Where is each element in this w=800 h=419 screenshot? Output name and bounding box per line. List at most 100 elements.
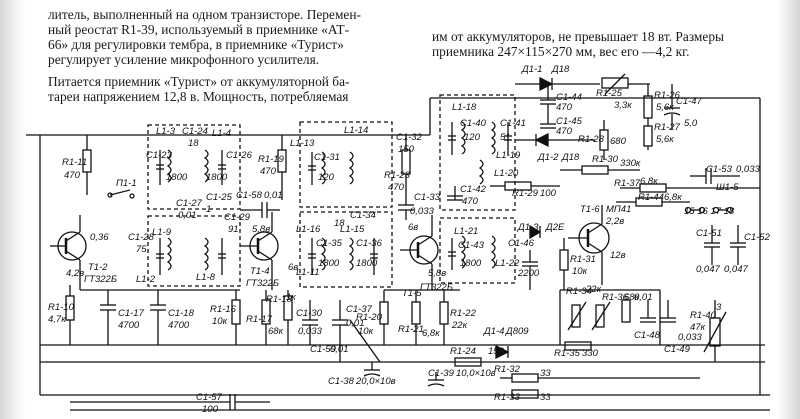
label-resistor: R1-10 <box>48 302 75 313</box>
shield-can <box>439 94 516 211</box>
label-capacitor-value: 18 <box>334 218 345 229</box>
label-transistor: T1-5 <box>402 288 422 299</box>
label-coil: L1-9 <box>152 227 172 238</box>
label-capacitor-value: 1800 <box>318 258 340 269</box>
label-resistor: R1-18 <box>266 294 293 305</box>
label-capacitor-value: 470 <box>462 196 479 207</box>
label-resistor: R1-16 <box>210 304 237 315</box>
power-rails <box>26 97 770 411</box>
label-resistor-value: 22к <box>585 284 602 295</box>
label-resistor-value: 22к <box>451 320 468 331</box>
label-connector: Ш1-5 <box>716 182 739 193</box>
output-stage <box>70 205 746 410</box>
label-capacitor-value: 0,033 <box>678 332 702 343</box>
label-capacitor: C1-18 <box>168 308 195 319</box>
label-capacitor-value: 0,033 <box>410 206 434 217</box>
label-capacitor-value: 1800 <box>356 258 378 269</box>
label-capacitor: C1-52 <box>744 232 771 243</box>
label-resistor-value: 47к <box>690 322 706 333</box>
schematic-labels: L1-3 L1-4 L1-2 L1-9 L1-8 L1-13 L1-14 L1-… <box>48 64 771 415</box>
label-capacitor-value: 18 <box>188 138 199 149</box>
label-capacitor: C1-31 <box>314 152 340 163</box>
label-capacitor-value: 0,01 <box>634 292 653 303</box>
label-capacitor: C1-41 <box>500 118 526 129</box>
label-capacitor: C1-36 <box>356 238 383 249</box>
label-diode: Д1-1 <box>521 64 542 75</box>
label-resistor: R1-31 <box>570 254 596 265</box>
label-resistor-value: 6,8к <box>640 176 658 187</box>
label-capacitor-value: 1800 <box>166 172 188 183</box>
label-capacitor-value: 0,033 <box>736 164 760 175</box>
text-line: Питается приемник «Турист» от аккумулято… <box>48 74 350 89</box>
label-diode: Д1-2 <box>537 152 559 163</box>
label-capacitor-value: 20,0×10в <box>355 376 396 387</box>
label-resistor-value: 5,6к <box>656 134 674 145</box>
label-coil: L1-19 <box>496 150 521 161</box>
label-resistor: R1-27 <box>654 122 681 133</box>
label-capacitor-value: 4700 <box>168 320 190 331</box>
label-capacitor: C1-29 <box>224 212 251 223</box>
label-resistor: R1-34 <box>566 286 592 297</box>
label-coil: L1-20 <box>494 168 519 179</box>
label-capacitor-value: 1 <box>206 204 211 215</box>
text-line: тареи напряжением 12,8 в. Мощность, потр… <box>48 89 349 104</box>
label-coil: L1-2 <box>136 274 156 285</box>
label-resistor-value: 10к <box>572 266 588 277</box>
label-transistor: ГТ322Б <box>420 282 453 293</box>
label-capacitor-value: 5,0 <box>684 118 698 129</box>
label-switch: П1-1 <box>116 178 137 189</box>
label-capacitor: C1-32 <box>396 132 423 143</box>
label-capacitor: C1-47 <box>676 96 703 107</box>
label-resistor: R1-23 <box>384 170 411 181</box>
label-capacitor-value: 150 <box>398 144 415 155</box>
label-capacitor: C1-40 <box>460 118 487 129</box>
label-resistor: R1-30 <box>592 154 619 165</box>
shield-can <box>439 217 516 284</box>
label-resistor: R1-36 <box>602 292 629 303</box>
label-resistor-value: 470 <box>260 166 277 177</box>
label-diode: Д1-3 <box>517 222 539 233</box>
label-diode-type: Д2Е <box>545 222 565 233</box>
label-transistor: ГТ322Б <box>84 274 117 285</box>
label-capacitor-value: 120 <box>464 132 481 143</box>
label-resistor: R1-37 <box>614 178 641 189</box>
shield-can <box>299 121 393 208</box>
label-capacitor-value: 100 <box>202 404 219 415</box>
label-transistor: T1-2 <box>88 262 108 273</box>
label-diode-type: Д18 <box>561 152 580 163</box>
label-coil: L1-21 <box>454 226 478 237</box>
label-voltage: 12в <box>610 250 626 261</box>
label-coil: L1-4 <box>212 128 231 139</box>
label-capacitor: C1-37 <box>346 304 373 315</box>
label-coil: L1-15 <box>340 224 365 235</box>
label-resistor: R1-21 <box>398 324 424 335</box>
label-resistor-value: 33 <box>540 392 551 403</box>
label-resistor-value: 6,8к <box>422 328 440 339</box>
label-resistor-value: 330к <box>620 158 641 169</box>
label-capacitor-value: 1800 <box>460 258 482 269</box>
label-voltage: 2,2в <box>605 216 624 227</box>
label-pot: 3 <box>716 302 722 313</box>
label-coil: L1-13 <box>290 138 315 149</box>
label-coil: L1-3 <box>156 126 176 137</box>
label-capacitor-value: 0,033 <box>298 326 322 337</box>
label-resistor: R1-28 <box>578 134 605 145</box>
label-resistor: R1-33 <box>494 392 521 403</box>
label-resistor: R1-32 <box>494 364 521 375</box>
label-capacitor: C1-46 <box>508 238 535 249</box>
text-line: приемника 247×115×270 мм, вес его —4,2 к… <box>432 44 690 59</box>
label-capacitor: C1-34 <box>350 210 376 221</box>
label-transistor: T1-6 <box>580 204 600 215</box>
label-resistor: R1-22 <box>450 308 477 319</box>
stage-3 <box>379 215 460 345</box>
label-capacitor-value: 4700 <box>118 320 140 331</box>
text-line: 66» для регулировки тембра, в приемнике … <box>48 37 344 52</box>
stage-1 <box>50 124 280 345</box>
label-resistor-value: 68к <box>624 292 640 303</box>
label-capacitor-value: 91 <box>228 224 239 235</box>
label-capacitor: C1-33 <box>414 192 441 203</box>
label-resistor: R1-44 <box>638 192 664 203</box>
label-capacitor: C1-57 <box>196 392 223 403</box>
label-voltage: 6в <box>288 262 298 273</box>
label-resistor-value: 10к <box>358 326 374 337</box>
